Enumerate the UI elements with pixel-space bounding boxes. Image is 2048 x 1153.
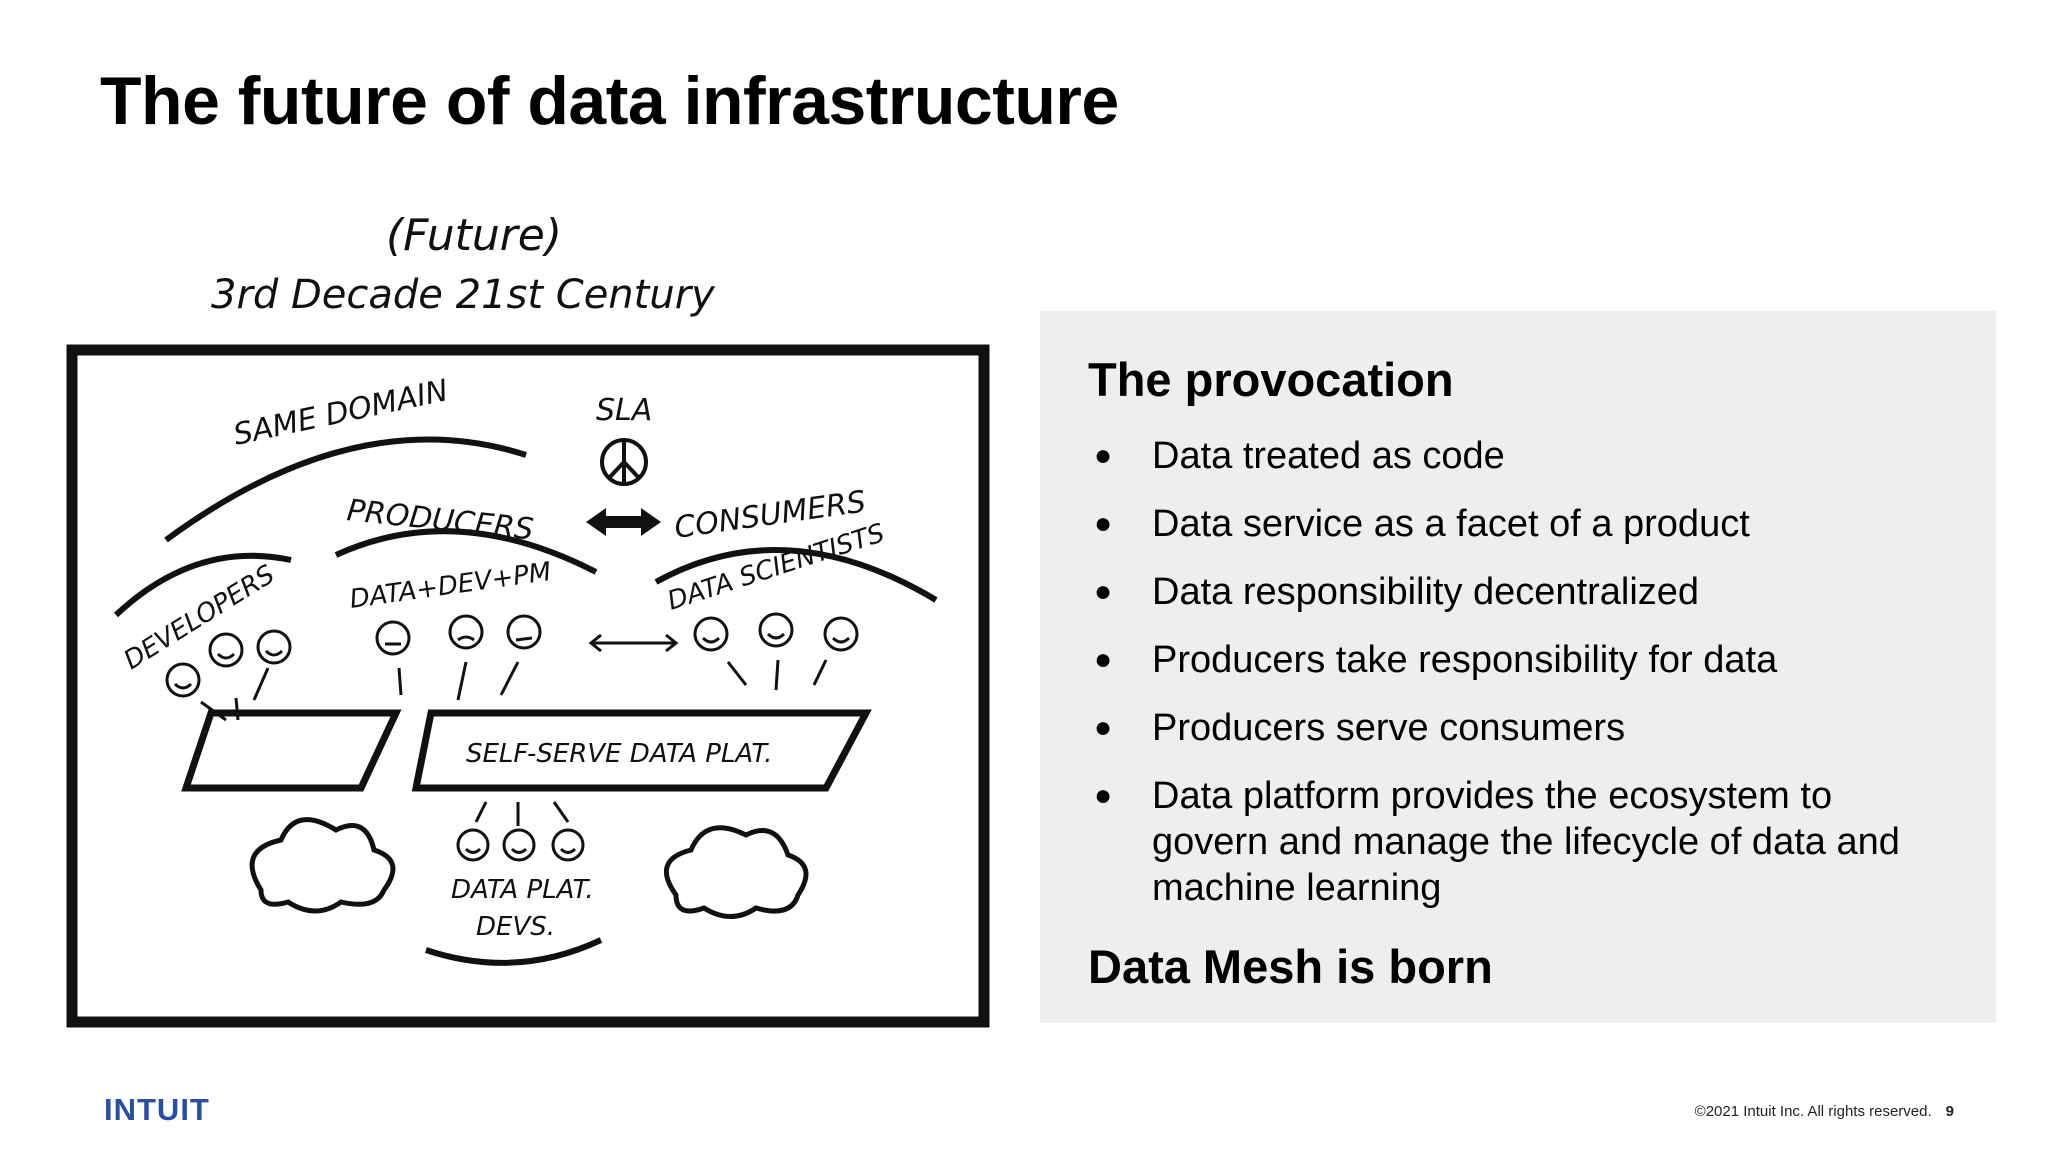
page-number: 9 — [1945, 1103, 1954, 1120]
smiley-icon — [256, 629, 292, 665]
provocation-panel: The provocation ●Data treated as code ●D… — [1040, 311, 1996, 1023]
bullet-icon: ● — [1094, 507, 1113, 541]
smiley-icon — [758, 612, 794, 648]
list-item: ●Producers take responsibility for data — [1094, 639, 1778, 682]
data-scientists-arc — [654, 547, 938, 603]
platform-dev-faces — [456, 801, 585, 862]
bullet-icon: ● — [1094, 439, 1113, 473]
bullet-icon: ● — [1094, 643, 1113, 677]
bullet-icon: ● — [1094, 779, 1113, 813]
platform-label: SELF-SERVE DATA PLAT. — [466, 739, 772, 769]
intuit-logo: INTUIT — [104, 1092, 210, 1127]
peace-icon — [600, 438, 648, 486]
cloud-icon — [249, 817, 396, 914]
data-mesh-sketch: (Future) 3rd Decade 21st Century SAME DO… — [56, 190, 1016, 1040]
sla-label: SLA — [596, 393, 652, 428]
smiley-icon — [693, 616, 729, 652]
copyright-text: ©2021 Intuit Inc. All rights reserved. — [1694, 1103, 1932, 1120]
smiley-icon — [502, 828, 536, 862]
future-label: (Future) — [386, 210, 562, 261]
bullet-icon: ● — [1094, 711, 1113, 745]
developers-arc — [113, 552, 292, 618]
data-dev-pm-arc — [334, 528, 598, 575]
smiley-icon — [165, 662, 201, 698]
copyright-footer: ©2021 Intuit Inc. All rights reserved. 9 — [1695, 1103, 1954, 1120]
smiley-icon — [448, 614, 484, 650]
smiley-icon — [375, 620, 411, 656]
decade-label: 3rd Decade 21st Century — [211, 272, 716, 318]
small-arrow-icon — [588, 633, 679, 653]
smiley-icon — [823, 616, 859, 652]
platform-devs-label-line1: DATA PLAT. — [451, 875, 594, 905]
self-serve-platform — [411, 709, 872, 792]
list-item: ●Data service as a facet of a product — [1094, 503, 1750, 546]
list-item: ●Producers serve consumers — [1094, 707, 1626, 750]
smiley-icon — [456, 828, 490, 862]
provocation-list: ●Data treated as code ●Data service as a… — [1088, 433, 1950, 911]
panel-heading: The provocation — [1088, 353, 1454, 406]
same-domain-arc — [164, 436, 527, 543]
list-item: ●Data platform provides the ecosystem to… — [1094, 775, 1900, 910]
sketch-frame — [66, 344, 990, 1028]
smiley-icon — [506, 614, 542, 650]
panel-conclusion: Data Mesh is born — [1088, 940, 1493, 994]
left-platform — [181, 709, 402, 792]
producer-faces — [375, 614, 542, 701]
cloud-icon — [664, 825, 809, 919]
bullet-icon: ● — [1094, 575, 1113, 609]
consumer-faces — [693, 612, 859, 691]
list-item: ●Data responsibility decentralized — [1094, 571, 1700, 614]
platform-devs-label-line2: DEVS. — [476, 912, 555, 942]
list-item: ●Data treated as code — [1094, 435, 1505, 478]
double-arrow-icon — [586, 508, 661, 536]
sketch-drawing: (Future) 3rd Decade 21st Century SAME DO… — [66, 210, 990, 1028]
slide-title: The future of data infrastructure — [100, 63, 1119, 139]
developers-label: DEVELOPERS — [119, 560, 280, 676]
platform-devs-arc — [425, 937, 603, 966]
developer-faces — [165, 629, 292, 722]
smiley-icon — [551, 828, 585, 862]
smiley-icon — [208, 632, 244, 668]
data-dev-pm-label: DATA+DEV+PM — [348, 557, 553, 615]
